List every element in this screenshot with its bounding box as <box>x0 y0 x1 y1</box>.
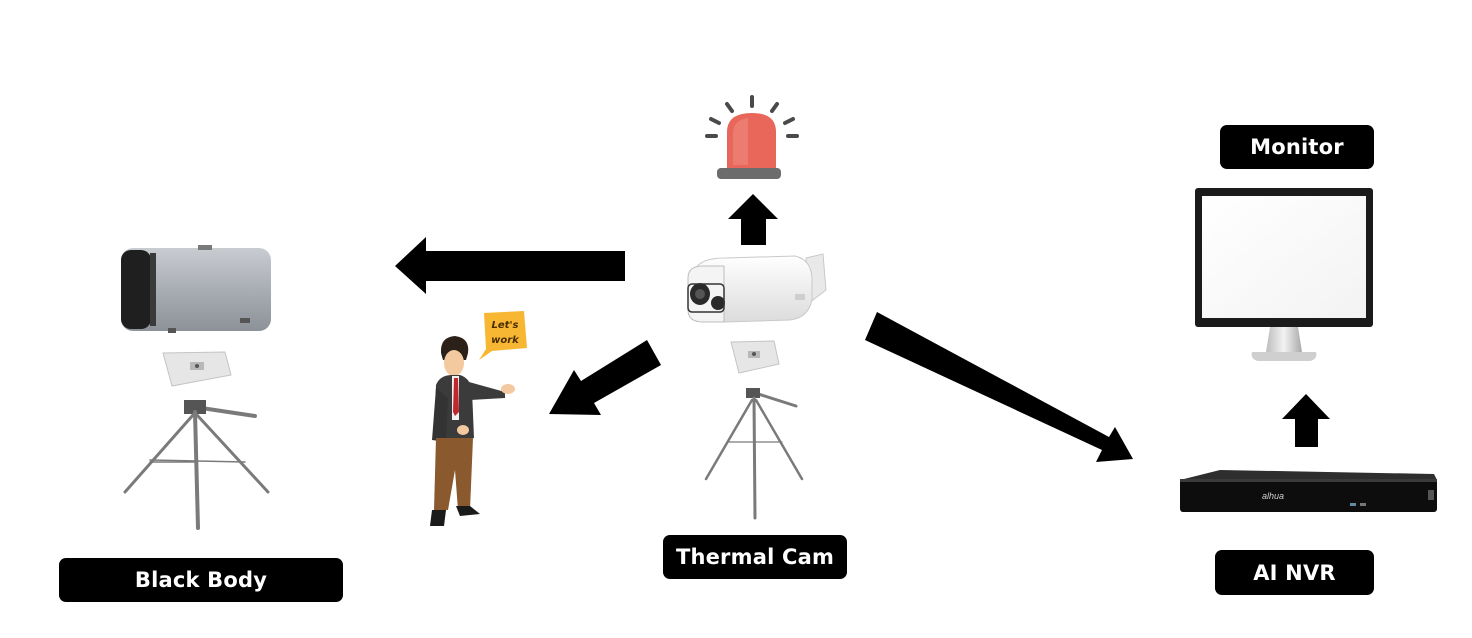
thermal-camera-icon <box>687 253 827 323</box>
nvr-recorder-icon: alhua <box>1180 470 1437 512</box>
speech-bubble-icon: Let's work <box>479 311 527 360</box>
arrow-to-black-body <box>395 237 625 294</box>
arrow-to-monitor <box>1282 394 1330 447</box>
monitor-icon <box>1195 188 1373 361</box>
speech-bubble-line-1: Let's <box>492 320 519 331</box>
arrow-to-person <box>549 340 661 415</box>
speech-bubble-line-2: work <box>491 335 520 346</box>
arrow-to-nvr <box>865 312 1133 462</box>
black-body-device-icon <box>121 245 271 333</box>
person-icon <box>430 336 515 526</box>
black-body-label: Black Body <box>59 558 343 602</box>
arrow-to-alarm <box>728 194 778 245</box>
nvr-brand-mark: alhua <box>1262 491 1284 501</box>
thermal-cam-label: Thermal Cam <box>663 535 847 579</box>
monitor-label: Monitor <box>1220 125 1374 169</box>
alarm-light-icon <box>705 95 799 179</box>
ai-nvr-label: AI NVR <box>1215 550 1374 595</box>
mount-plate-icon <box>162 351 232 387</box>
mount-plate-icon-camera <box>730 340 780 374</box>
tripod-icon <box>123 400 270 530</box>
tripod-icon-camera <box>704 388 804 520</box>
